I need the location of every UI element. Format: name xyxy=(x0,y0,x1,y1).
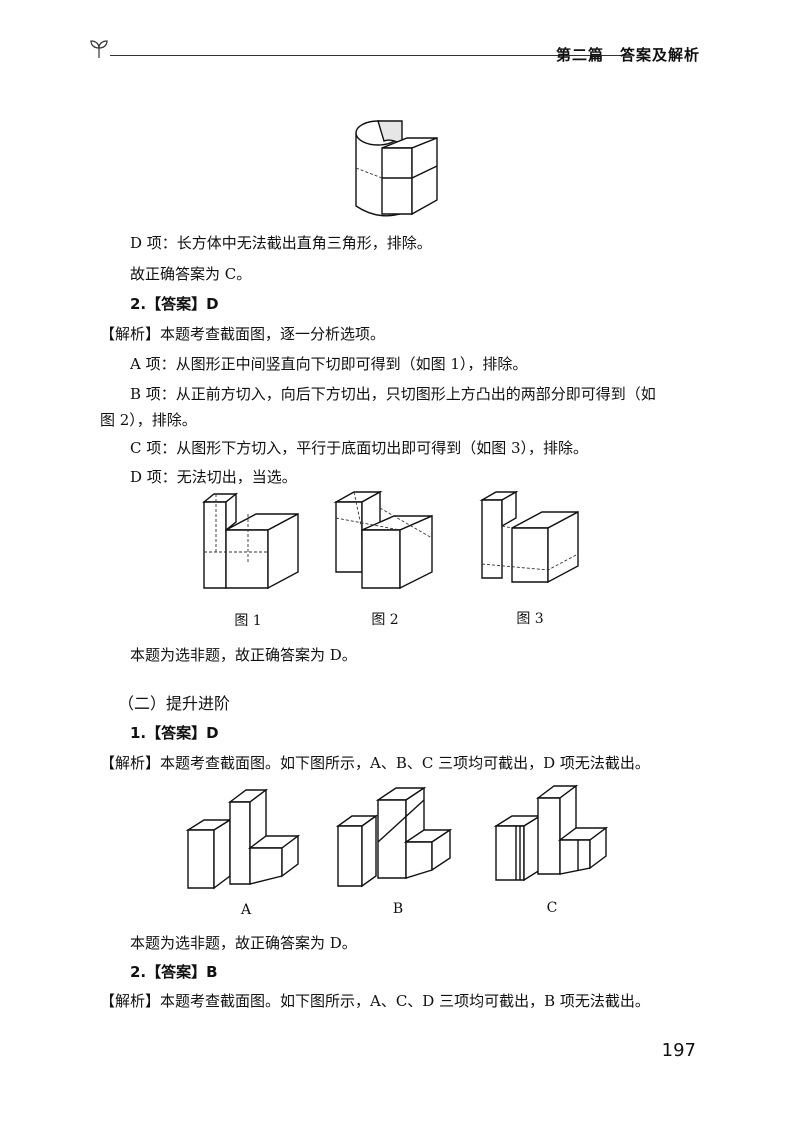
section-heading: （二）提升进阶 xyxy=(118,694,231,713)
figure-caption: 图 1 xyxy=(234,613,262,629)
page-number: 197 xyxy=(661,1040,696,1061)
text-line: 故正确答案为 C。 xyxy=(130,265,252,283)
figure-c xyxy=(493,784,609,882)
text-line: C 项：从图形下方切入，平行于底面切出即可得到（如图 3），排除。 xyxy=(130,439,589,457)
figure-caption: C xyxy=(546,900,558,916)
text-line: 本题为选非题，故正确答案为 D。 xyxy=(130,646,357,664)
page-header: 第二篇 答案及解析 xyxy=(88,30,700,70)
figure-caption: 图 2 xyxy=(371,612,399,628)
text-line: A 项：从图形正中间竖直向下切即可得到（如图 1），排除。 xyxy=(130,355,528,373)
header-rule xyxy=(110,55,625,56)
text-line: 本题为选非题，故正确答案为 D。 xyxy=(130,934,357,952)
text-line: D 项：无法切出，当选。 xyxy=(130,468,297,486)
text-line: B 项：从正前方切入，向后下方切出，只切图形上方凸出的两部分即可得到（如 xyxy=(130,385,656,403)
figure-caption: 图 3 xyxy=(516,611,544,627)
answer-heading: 1.【答案】D xyxy=(130,724,219,742)
figure-2 xyxy=(333,490,433,590)
answer-heading: 2.【答案】D xyxy=(130,295,219,313)
figure-1 xyxy=(202,492,299,590)
cylinder-figure xyxy=(355,120,438,217)
text-line: 【解析】本题考查截面图，逐一分析选项。 xyxy=(100,325,386,343)
figure-caption: B xyxy=(392,901,404,917)
answer-heading: 2.【答案】B xyxy=(130,963,218,981)
text-line: 【解析】本题考查截面图。如下图所示，A、B、C 三项均可截出，D 项无法截出。 xyxy=(100,754,650,772)
header-title: 第二篇 答案及解析 xyxy=(555,46,700,64)
text-line: 【解析】本题考查截面图。如下图所示，A、C、D 三项均可截出，B 项无法截出。 xyxy=(100,992,650,1010)
sprout-icon xyxy=(90,40,108,59)
figure-caption: A xyxy=(240,902,252,918)
figure-a xyxy=(185,788,301,890)
figure-3 xyxy=(479,490,579,584)
text-line: D 项：长方体中无法截出直角三角形，排除。 xyxy=(130,234,432,252)
figure-b xyxy=(335,786,453,888)
text-line: 图 2），排除。 xyxy=(100,411,197,429)
